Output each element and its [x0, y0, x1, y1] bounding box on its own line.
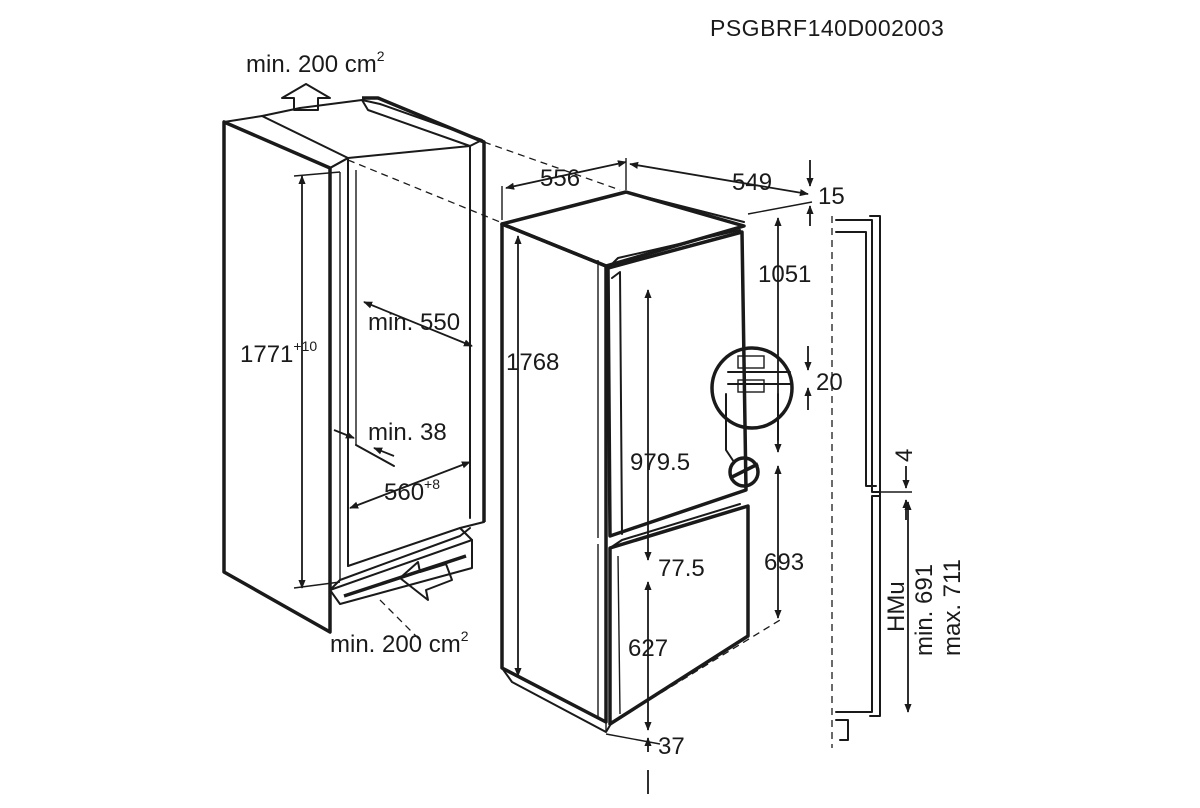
lower-door-mark-label: 693: [764, 549, 804, 576]
hmu-label: HMu: [883, 581, 910, 632]
niche-side-label: min. 38: [368, 419, 447, 446]
top-gap-label: 15: [818, 183, 845, 210]
hmu-min-label: min. 691: [911, 564, 938, 656]
niche-width-label: 560+8: [384, 476, 440, 506]
hmu-max-label: max. 711: [939, 559, 966, 656]
niche-height-label: 1771+10: [240, 338, 317, 368]
vent-top-arrow-icon: [281, 83, 331, 111]
niche-depth-label: min. 550: [368, 309, 460, 336]
width-label: 556: [540, 165, 580, 192]
vent-bottom-label: min. 200 cm2: [330, 628, 469, 658]
vent-bottom-arrow-icon: [399, 561, 453, 601]
bottom-gap-label: 37: [658, 733, 685, 760]
door-gap-label: 77.5: [658, 555, 705, 582]
furniture-gap-label: 4: [891, 449, 918, 462]
height-label: 1768: [506, 349, 559, 376]
vent-top-label: min. 200 cm2: [246, 48, 385, 78]
diagram-code: PSGBRF140D002003: [710, 15, 944, 41]
depth-label: 549: [732, 169, 772, 196]
upper-door-height-label: 979.5: [630, 449, 690, 476]
furniture-profile: [831, 215, 881, 748]
upper-door-label: 1051: [758, 261, 811, 288]
hinge-gap-label: 20: [816, 369, 843, 396]
lower-door-height-label: 627: [628, 635, 668, 662]
